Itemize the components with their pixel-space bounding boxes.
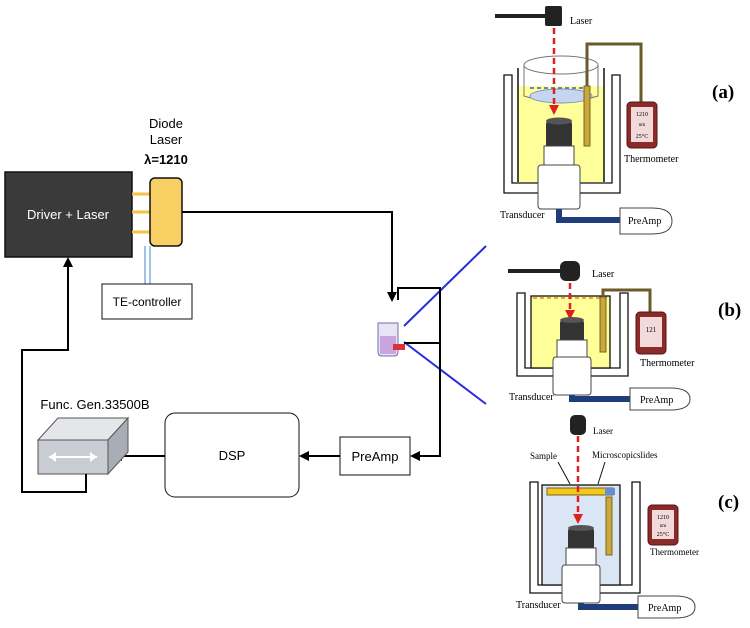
funcgen-to-driver-arrow — [21, 257, 87, 493]
panel-b-laser-label: Laser — [592, 269, 615, 280]
svg-text:25°C: 25°C — [657, 531, 669, 538]
zoom-line-bottom — [403, 341, 487, 405]
main-preamp-box: PreAmp — [339, 436, 411, 476]
function-generator: Func. Gen.33500B — [36, 397, 150, 476]
svg-text:1210: 1210 — [636, 112, 648, 118]
main-preamp-label: PreAmp — [352, 449, 399, 464]
thermometer-c: 1210 nm 25°C — [647, 504, 679, 546]
panel-c: Laser Sample Microscopicslides 1210 nm 2… — [516, 415, 739, 619]
panel-a-laser-label: Laser — [570, 16, 593, 27]
panel-b: Laser 121 Thermometer PreAmp Transducer … — [508, 261, 741, 411]
panel-a-tag: (a) — [712, 82, 734, 103]
main-setup: Driver + Laser Diode Laser λ=1210 TE-con… — [4, 116, 487, 498]
panel-b-tag: (b) — [718, 300, 741, 321]
thermometer-a: 1210 nm 25°C — [626, 101, 658, 149]
panel-a-transducer-label: Transducer — [500, 210, 545, 221]
diode-laser: Diode Laser λ=1210 — [144, 116, 188, 247]
panel-c-tag: (c) — [718, 492, 739, 513]
panel-a-preamp-label: PreAmp — [628, 216, 661, 227]
panel-c-preamp-label: PreAmp — [648, 603, 681, 614]
panel-b-transducer-label: Transducer — [509, 392, 554, 403]
dsp-label: DSP — [219, 448, 246, 463]
laser-head-icon — [545, 6, 562, 26]
zoom-line-top — [403, 245, 487, 327]
te-controller: TE-controller — [101, 246, 193, 320]
laser-head-icon — [560, 261, 580, 281]
panel-a-thermometer-label: Thermometer — [624, 154, 679, 165]
wavelength-label: λ=1210 — [144, 152, 188, 167]
panel-c-laser-label: Laser — [593, 426, 613, 436]
panel-b-preamp-label: PreAmp — [640, 395, 673, 406]
svg-text:nm: nm — [639, 123, 646, 128]
panel-c-sample-label: Sample — [530, 451, 557, 461]
svg-text:25°C: 25°C — [636, 133, 648, 140]
svg-text:nm: nm — [660, 524, 667, 529]
driver-laser-box: Driver + Laser — [4, 171, 133, 258]
svg-text:1210: 1210 — [657, 515, 669, 521]
diode-label-line1: Diode — [149, 116, 183, 131]
svg-text:121: 121 — [646, 326, 657, 334]
laser-path-arrow — [182, 211, 397, 302]
func-gen-label: Func. Gen.33500B — [40, 397, 149, 412]
driver-diode-links — [132, 192, 152, 234]
driver-laser-label: Driver + Laser — [27, 207, 110, 222]
panel-b-thermometer-label: Thermometer — [640, 358, 695, 369]
panel-a: Laser 1210 nm 25°C Thermometer — [495, 6, 734, 235]
laser-head-icon — [570, 415, 586, 435]
sample-beaker-icon — [377, 322, 405, 357]
double-arrow-icon — [49, 452, 97, 462]
thermometer-b: 121 — [635, 311, 667, 355]
panel-c-slides-label: Microscopicslides — [592, 450, 658, 460]
sample-loop-line — [397, 287, 441, 344]
dsp-box: DSP — [164, 412, 300, 498]
te-controller-label: TE-controller — [113, 295, 182, 309]
panel-c-thermometer-label: Thermometer — [650, 547, 699, 557]
panel-c-transducer-label: Transducer — [516, 600, 561, 611]
diode-label-line2: Laser — [150, 132, 183, 147]
sample-to-preamp-arrow — [410, 343, 441, 461]
